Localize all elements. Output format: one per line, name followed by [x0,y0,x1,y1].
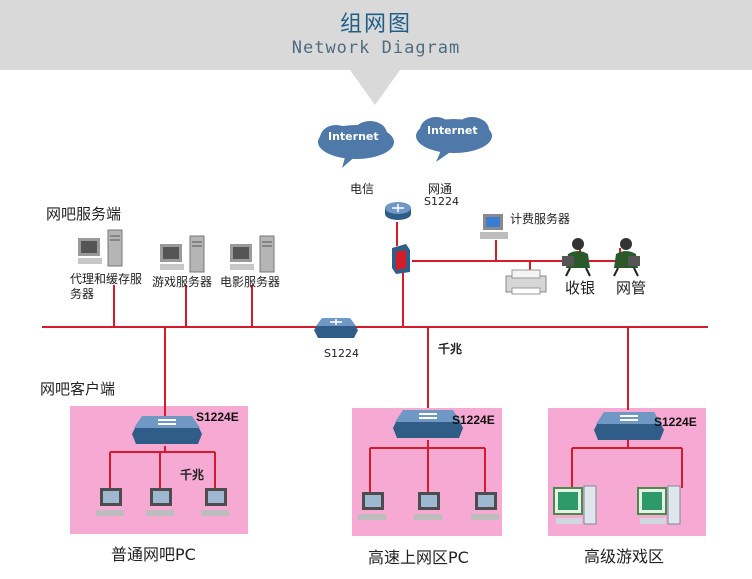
firewall-icon [392,244,410,274]
pc-icon [96,488,124,516]
cashier-label: 收银 [565,279,596,297]
access-switch-icon [393,410,463,438]
pc-icon [358,492,386,520]
zone-gigabit-label: 千兆 [180,468,205,482]
page-subtitle: Network Diagram [291,38,461,58]
pc-icon [201,488,229,516]
billing-server-label: 计费服务器 [510,212,571,226]
admin-label: 网管 [616,279,647,297]
header-pointer [350,70,400,105]
access-switch-icon [132,416,202,444]
isp-telecom-label: 电信 [350,182,375,196]
page-title: 组网图 [339,12,412,37]
router-model-label: S1224 [424,195,459,208]
internet-cloud-icon [318,121,394,168]
gaming-pc-icon [637,485,681,525]
header-banner [0,0,752,70]
isp-netcom-label: 网通 [428,182,453,196]
admin-person-icon [613,238,640,277]
client-side-title: 网吧客户端 [40,380,116,398]
access-switch-label: S1224E [654,415,697,429]
zone-name-label: 高级游戏区 [584,547,665,566]
server-computer-icon [230,235,275,273]
pc-icon [414,492,442,520]
access-switch-label: S1224E [196,410,239,424]
internet-label: Internet [328,130,379,143]
core-switch-label: S1224 [324,347,359,360]
router-icon [385,202,411,220]
billing-server-icon [480,214,508,239]
server-label: 代理和缓存服务器 [70,272,143,301]
zone-name-label: 高速上网区PC [368,548,469,567]
core-switch-icon [314,318,358,338]
cashier-person-icon [562,238,591,277]
printer-icon [505,269,547,295]
server-side-title: 网吧服务端 [46,205,122,223]
gaming-pc-icon [553,485,597,525]
internet-cloud-icon [416,117,492,162]
server-computer-icon [160,235,205,273]
gigabit-label: 千兆 [438,342,463,356]
server-label: 电影服务器 [220,275,281,289]
internet-label: Internet [427,124,478,137]
access-switch-label: S1224E [452,413,495,427]
access-switch-icon [594,412,664,440]
server-computer-icon [78,229,123,267]
server-label: 游戏服务器 [152,275,213,289]
zone-name-label: 普通网吧PC [111,545,196,564]
pc-icon [146,488,174,516]
pc-icon [471,492,499,520]
